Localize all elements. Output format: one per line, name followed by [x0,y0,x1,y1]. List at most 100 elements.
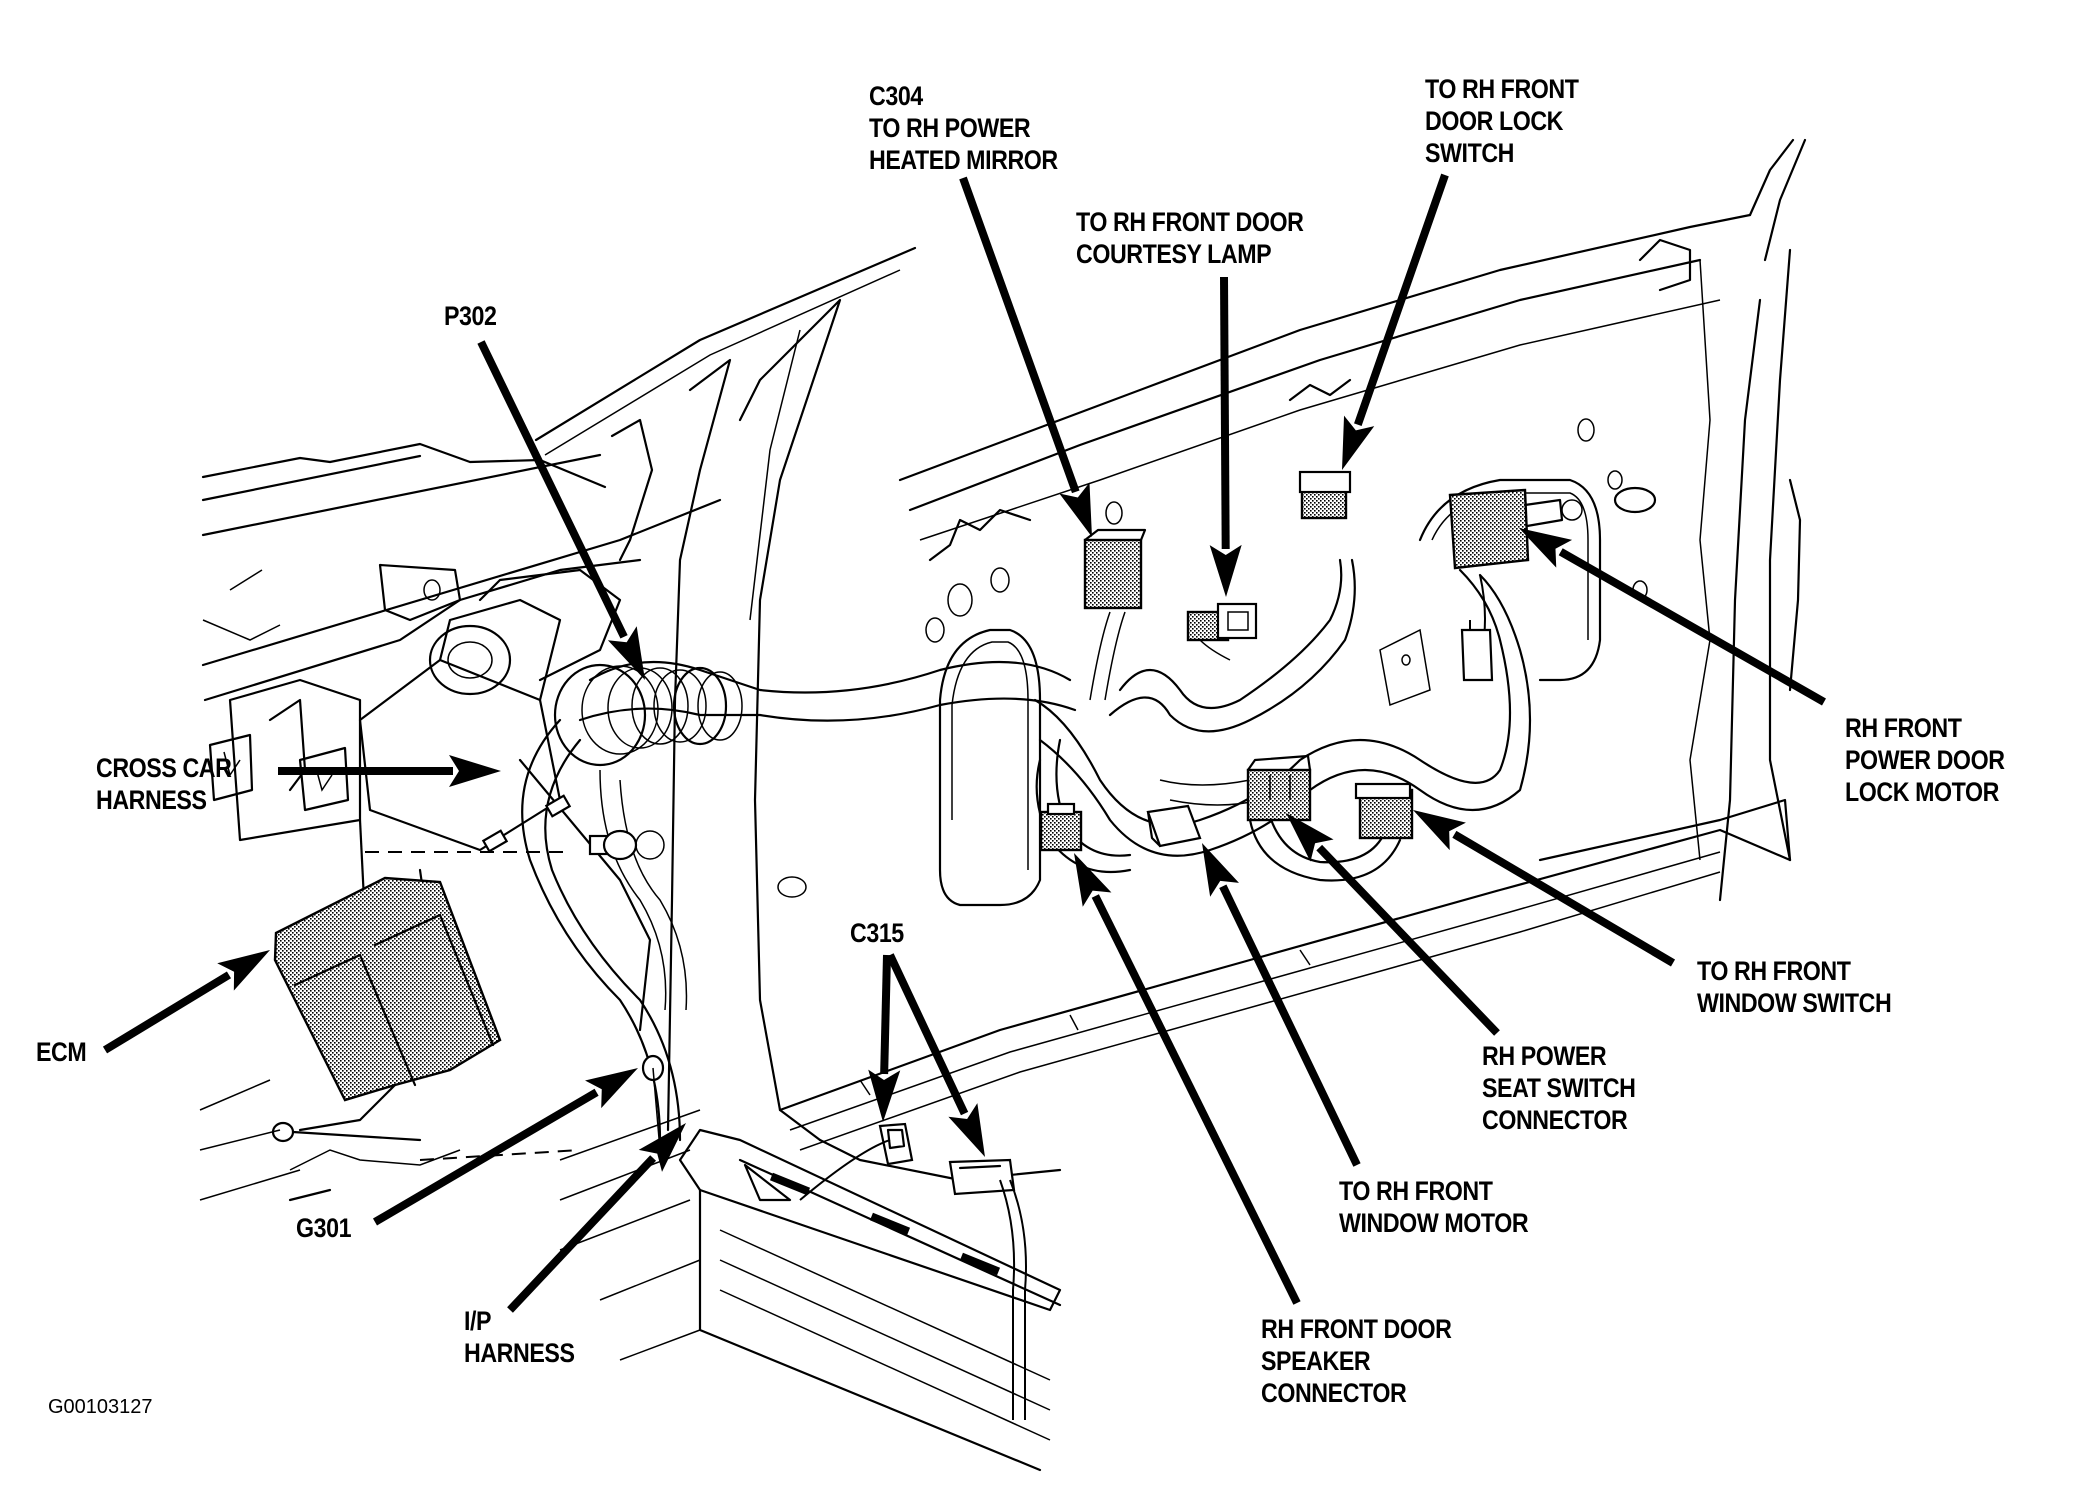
seat-switch-connector [1246,768,1312,822]
arrow-c304 [959,176,1092,537]
callout-arrow-icon [449,755,501,787]
arrow-window-switch-shaft [1452,830,1676,967]
arrow-speaker-shaft [1091,894,1301,1305]
label-speaker-line-3: CONNECTOR [1261,1378,1407,1408]
label-cross-car-harness: CROSS CAR HARNESS [96,752,232,816]
callout-arrow-icon [1209,544,1242,597]
callout-arrow-icon [638,1123,686,1172]
label-speaker-line-2: SPEAKER [1261,1346,1371,1376]
door-panel [777,138,1807,1151]
label-lock-motor: RH FRONT POWER DOOR LOCK MOTOR [1845,712,2005,808]
label-seat-switch-connector: RH POWER SEAT SWITCH CONNECTOR [1482,1040,1636,1136]
arrow-window-motor [1202,843,1361,1167]
label-c304-line-3: HEATED MIRROR [869,145,1058,175]
label-window-motor: TO RH FRONT WINDOW MOTOR [1339,1175,1529,1239]
label-ip-line-1: I/P [464,1306,492,1336]
arrow-lock-motor [1519,528,1826,706]
label-courtesy-lamp: TO RH FRONT DOOR COURTESY LAMP [1076,206,1304,270]
arrow-c315-b-shaft [886,953,969,1116]
label-lock-switch-line-3: SWITCH [1425,138,1514,168]
arrow-lock-switch-shaft [1354,173,1449,427]
label-lock-motor-line-1: RH FRONT [1845,713,1962,743]
callout-arrow-icon [1413,810,1466,851]
callout-arrow-icon [585,1068,638,1109]
label-ip-harness: I/P HARNESS [464,1305,575,1369]
label-window-switch-line-2: WINDOW SWITCH [1697,988,1892,1018]
label-lock-switch-line-1: TO RH FRONT [1425,74,1579,104]
arrow-courtesy-lamp-shaft [1220,276,1230,550]
arrow-courtesy-lamp [1209,276,1242,597]
label-c304-line-2: TO RH POWER [869,113,1031,143]
arrow-c315-a-shaft [880,954,891,1075]
callout-arrow-icon [868,1069,901,1122]
arrow-ip-harness [507,1123,686,1313]
components [271,470,1583,1202]
label-courtesy-line-1: TO RH FRONT DOOR [1076,207,1304,237]
label-p302: P302 [444,300,497,332]
callout-arrow-icon [1286,813,1334,862]
arrow-ip-harness-shaft [507,1155,657,1313]
label-speaker-connector: RH FRONT DOOR SPEAKER CONNECTOR [1261,1313,1452,1409]
label-c315: C315 [850,917,904,949]
arrow-ecm [102,950,270,1054]
arrow-p302 [477,340,645,680]
label-ecm-line-1: ECM [36,1037,87,1067]
label-seat-switch-line-3: CONNECTOR [1482,1105,1628,1135]
label-window-switch-line-1: TO RH FRONT [1697,956,1851,986]
label-lock-motor-line-2: POWER DOOR [1845,745,2005,775]
label-lock-switch-line-2: DOOR LOCK [1425,106,1564,136]
speaker-connector [1039,810,1083,852]
label-p302-line-1: P302 [444,301,497,331]
ecm-module [273,876,502,1102]
arrow-speaker [1074,853,1301,1305]
callout-arrow-icon [1074,853,1112,907]
arrow-cross-car [278,755,501,787]
callout-arrow-icon [1342,415,1375,470]
label-seat-switch-line-1: RH POWER [1482,1041,1607,1071]
label-c315-line-1: C315 [850,918,904,948]
lock-switch-connector [1300,488,1348,520]
label-courtesy-line-2: COURTESY LAMP [1076,239,1272,269]
figure-id: G00103127 [48,1396,153,1418]
label-ecm: ECM [36,1036,87,1068]
label-window-switch: TO RH FRONT WINDOW SWITCH [1697,955,1892,1019]
label-door-lock-switch: TO RH FRONT DOOR LOCK SWITCH [1425,73,1579,169]
arrow-ecm-shaft [102,971,232,1054]
dashed-line-g301 [419,1149,581,1161]
arrow-window-switch [1413,810,1676,967]
label-lock-motor-line-3: LOCK MOTOR [1845,777,1999,807]
callout-arrow-icon [948,1103,985,1157]
label-g301: G301 [296,1212,352,1244]
callout-arrow-icon [1059,482,1092,537]
lock-motor [1448,488,1530,570]
arrow-lock-switch [1342,173,1449,470]
c315-connector-b [948,1158,1016,1196]
arrow-seat-switch-shaft [1316,844,1500,1036]
callout-arrows [102,173,1826,1313]
arrow-window-motor-shaft [1219,884,1361,1167]
label-c304: C304 TO RH POWER HEATED MIRROR [869,80,1058,176]
callout-arrow-icon [607,626,645,680]
callout-arrow-icon [1519,528,1573,568]
label-seat-switch-line-2: SEAT SWITCH [1482,1073,1636,1103]
label-cross-car-line-1: CROSS CAR [96,753,232,783]
instrument-panel [201,442,722,942]
arrow-g301-shaft [372,1088,599,1226]
callout-arrow-icon [217,950,270,991]
arrow-p302-shaft [477,340,628,639]
arrow-c315-b [886,953,985,1157]
label-window-motor-line-1: TO RH FRONT [1339,1176,1493,1206]
label-c304-line-1: C304 [869,81,923,111]
sill-plate [199,1079,1062,1472]
callout-arrow-icon [1202,843,1239,897]
a-pillar [534,246,1062,1182]
arrow-g301 [372,1068,638,1226]
label-cross-car-line-2: HARNESS [96,785,207,815]
arrow-lock-motor-shaft [1558,548,1826,706]
window-motor-connector [1146,804,1202,848]
label-speaker-line-1: RH FRONT DOOR [1261,1314,1452,1344]
label-g301-line-1: G301 [296,1213,352,1243]
arrow-c315-a [868,954,901,1122]
c304-connector [1083,538,1143,610]
